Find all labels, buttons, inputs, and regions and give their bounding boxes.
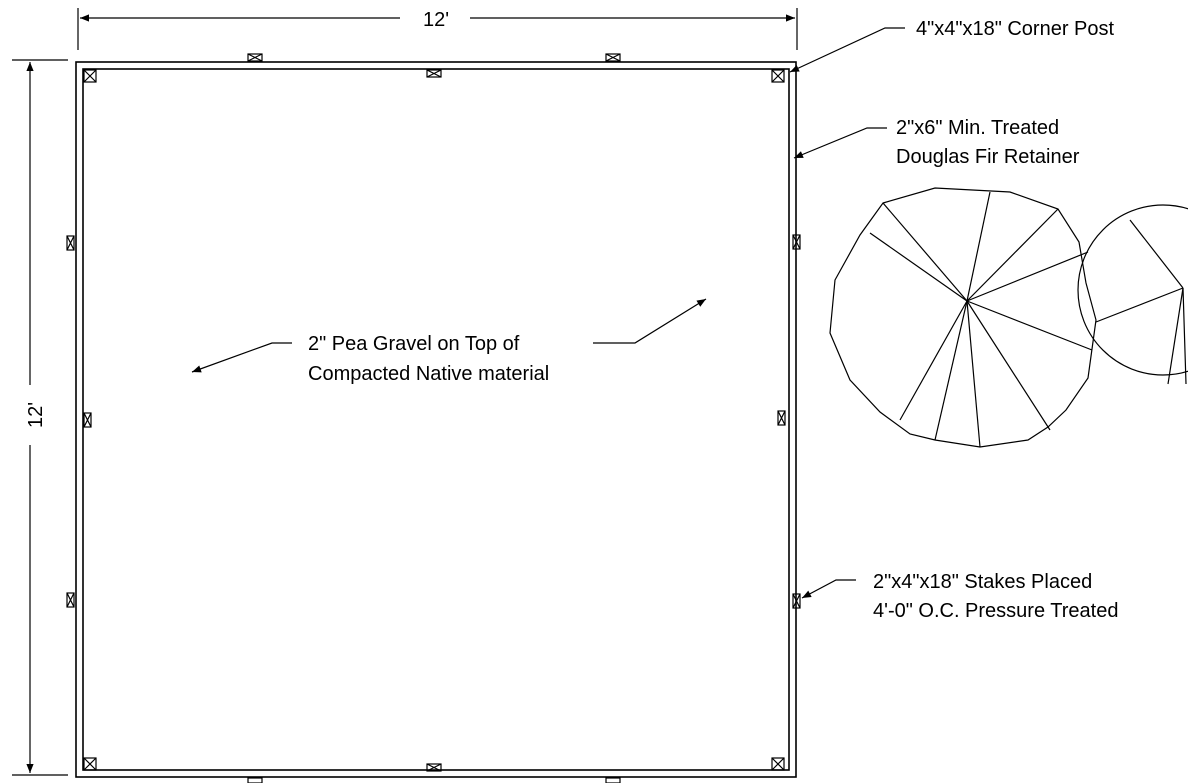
stake-top-1 (247, 53, 263, 62)
retainer-callout: 2"x6" Min. Treated Douglas Fir Retainer (793, 117, 1080, 168)
stake-top-3 (605, 53, 621, 62)
stake-left-1 (66, 235, 75, 251)
corner-post-bottom-right (771, 757, 785, 771)
corner-posts (83, 69, 785, 771)
tree-symbol-1 (829, 187, 1097, 448)
corner-post-note: 4"x4"x18" Corner Post (916, 18, 1115, 40)
corner-post-callout: 4"x4"x18" Corner Post (789, 18, 1115, 73)
gravel-note-line1: 2" Pea Gravel on Top of (308, 333, 520, 355)
tree-symbol-2 (1077, 204, 1188, 385)
stakes-callout: 2"x4"x18" Stakes Placed 4'-0" O.C. Press… (801, 571, 1118, 622)
height-dimension: 12' (12, 59, 68, 776)
width-dimension: 12' (77, 8, 798, 50)
stake-bottom-3 (605, 777, 621, 783)
stake-left-2 (83, 412, 92, 428)
stakes-note-line1: 2"x4"x18" Stakes Placed (873, 571, 1092, 593)
stake-left-3 (66, 592, 75, 608)
retainer-note-line2: Douglas Fir Retainer (896, 146, 1080, 168)
gravel-callout: 2" Pea Gravel on Top of Compacted Native… (191, 298, 707, 385)
stake-right-3 (792, 593, 801, 609)
corner-post-top-right (771, 69, 785, 83)
gravel-note-line2: Compacted Native material (308, 363, 549, 385)
corner-post-top-left (83, 69, 97, 83)
stakes (66, 53, 801, 783)
retainer-note-line1: 2"x6" Min. Treated (896, 117, 1059, 139)
stakes-note-line2: 4'-0" O.C. Pressure Treated (873, 600, 1118, 622)
stake-top-2 (426, 69, 442, 78)
width-dimension-label: 12' (423, 9, 449, 31)
corner-post-bottom-left (83, 757, 97, 771)
stake-bottom-2 (247, 777, 263, 783)
retainer-frame (75, 61, 797, 778)
stake-right-1 (792, 234, 801, 250)
stake-bottom-1 (426, 763, 442, 772)
height-dimension-label: 12' (25, 402, 47, 428)
stake-right-2 (777, 410, 786, 426)
